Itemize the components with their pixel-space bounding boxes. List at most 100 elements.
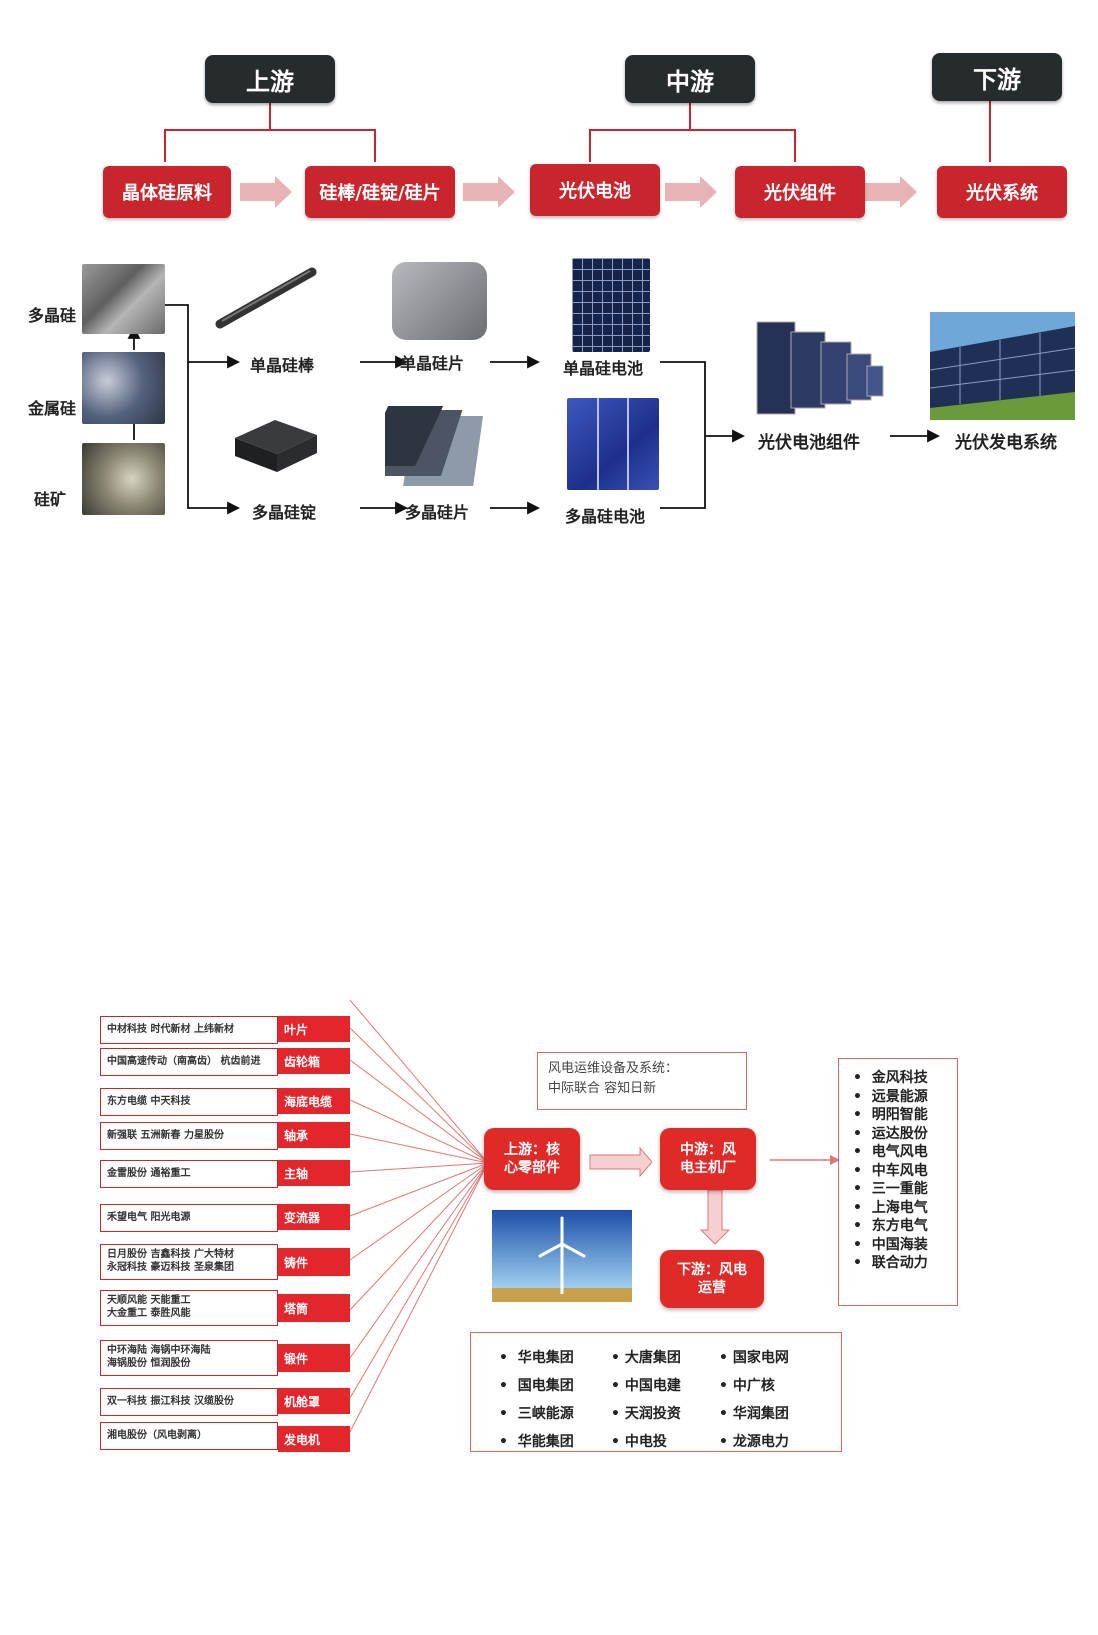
supplier-companies: 新强联 五洲新春 力星股份 bbox=[100, 1122, 278, 1150]
supplier-companies-line: 日月股份 吉鑫科技 广大特材 bbox=[107, 1249, 234, 1260]
oem-item: • 中国海装 bbox=[853, 1236, 928, 1253]
supplier-companies-line: 天顺风能 天能重工 bbox=[107, 1295, 191, 1306]
supplier-companies: 湘电股份（风电剥离） bbox=[100, 1422, 278, 1450]
part-tag: 发电机 bbox=[278, 1426, 350, 1452]
oem-item: • 联合动力 bbox=[853, 1255, 928, 1271]
operator-name: 中电投 bbox=[624, 1434, 667, 1450]
om-title: 风电运维设备及系统： bbox=[548, 1061, 679, 1076]
supplier-companies: 日月股份 吉鑫科技 广大特材 永冠科技 豪迈科技 圣泉集团 bbox=[100, 1244, 278, 1280]
mono-rod-image bbox=[215, 267, 317, 329]
operator-name: 华润集团 bbox=[732, 1406, 789, 1422]
oem-item: • 中车风电 bbox=[853, 1162, 928, 1179]
supplier-companies: 中材科技 时代新材 上纬新材 bbox=[100, 1016, 278, 1044]
mono-cell-image bbox=[572, 258, 650, 352]
operator-name: 中国电建 bbox=[624, 1378, 681, 1394]
operator-item: • 中国电建 bbox=[611, 1378, 681, 1394]
raw-polysilicon-label: 多晶硅 bbox=[28, 306, 77, 325]
oem-panel: • 金风科技 • 远景能源 • 明阳智能 • 运达股份 • 电气风电 • 中车风… bbox=[838, 1058, 958, 1306]
part-tag: 轴承 bbox=[278, 1122, 350, 1148]
pv-module-image bbox=[756, 321, 884, 415]
oem-name: 金风科技 bbox=[871, 1070, 928, 1086]
om-box: 风电运维设备及系统： 中际联合 容知日新 bbox=[537, 1052, 747, 1110]
supplier-companies-line: 海锅股份 恒润股份 bbox=[107, 1358, 191, 1369]
pv-system-image bbox=[930, 312, 1075, 420]
chain-silicon-raw: 晶体硅原料 bbox=[103, 166, 231, 218]
operator-item: • 大唐集团 bbox=[611, 1350, 681, 1366]
operator-item: • 国电集团 bbox=[499, 1378, 574, 1394]
poly-ingot-image bbox=[235, 420, 317, 472]
oem-name: 联合动力 bbox=[871, 1255, 928, 1271]
oem-item: • 电气风电 bbox=[853, 1144, 928, 1160]
part-tag: 海底电缆 bbox=[278, 1088, 350, 1114]
oem-item: • 明阳智能 bbox=[853, 1107, 928, 1123]
operator-name: 国电集团 bbox=[517, 1378, 574, 1394]
poly-ingot-label: 多晶硅锭 bbox=[252, 503, 317, 522]
supplier-companies: 双一科技 振江科技 汉缆股份 bbox=[100, 1388, 278, 1416]
chain-cell: 光伏电池 bbox=[530, 164, 660, 216]
wind-midstream-line: 电主机厂 bbox=[680, 1160, 736, 1176]
part-tag: 主轴 bbox=[278, 1160, 350, 1186]
poly-wafer-image bbox=[385, 406, 484, 486]
wind-downstream-line: 运营 bbox=[698, 1280, 726, 1296]
part-tag: 变流器 bbox=[278, 1204, 350, 1230]
part-tag: 塔筒 bbox=[278, 1294, 350, 1322]
part-tag: 齿轮箱 bbox=[278, 1048, 350, 1074]
part-tag: 机舱罩 bbox=[278, 1388, 350, 1414]
upstream-stage: 上游 bbox=[205, 55, 335, 103]
silica-ore-image bbox=[82, 443, 165, 515]
pv-system-label: 光伏发电系统 bbox=[955, 433, 1057, 453]
oem-item: • 东方电气 bbox=[853, 1218, 928, 1234]
oem-item: • 上海电气 bbox=[853, 1199, 928, 1216]
mono-rod-label: 单晶硅棒 bbox=[250, 356, 315, 375]
wind-downstream-node: 下游：风电运营 bbox=[660, 1250, 764, 1308]
supplier-companies: 天顺风能 天能重工 大金重工 泰胜风能 bbox=[100, 1290, 278, 1326]
wind-connectors bbox=[349, 1000, 840, 1433]
oem-item: • 三一重能 bbox=[853, 1181, 928, 1197]
oem-item: • 远景能源 bbox=[853, 1088, 928, 1105]
supplier-companies-line: 中环海陆 海锅中环海陆 bbox=[107, 1345, 211, 1356]
poly-cell-label: 多晶硅电池 bbox=[565, 507, 646, 526]
wind-upstream-line: 心零部件 bbox=[504, 1160, 560, 1176]
operator-item: • 天润投资 bbox=[611, 1406, 681, 1422]
wind-upstream-node: 上游：核心零部件 bbox=[484, 1128, 580, 1190]
operator-panel: • 华电集团 • 大唐集团 • 国家电网 • 国电集团 • 中国电建 • 中广核… bbox=[470, 1332, 842, 1452]
supplier-companies: 中国高速传动（南高齿） 杭齿前进 bbox=[100, 1048, 278, 1076]
mono-cell-label: 单晶硅电池 bbox=[563, 359, 644, 378]
oem-name: 中车风电 bbox=[871, 1162, 928, 1179]
chain-module: 光伏组件 bbox=[735, 166, 865, 218]
supplier-companies: 金雷股份 通裕重工 bbox=[100, 1160, 278, 1188]
mono-wafer-image bbox=[392, 262, 487, 340]
operator-item: • 华电集团 bbox=[499, 1350, 574, 1366]
oem-item: • 运达股份 bbox=[853, 1125, 928, 1142]
operator-item: • 国家电网 bbox=[719, 1350, 789, 1366]
operator-name: 华电集团 bbox=[517, 1350, 574, 1366]
operator-name: 华能集团 bbox=[517, 1434, 574, 1450]
midstream-stage: 中游 bbox=[625, 55, 755, 103]
polysilicon-image bbox=[82, 264, 165, 334]
poly-wafer-label: 多晶硅片 bbox=[405, 503, 470, 522]
wind-midstream-node: 中游：风电主机厂 bbox=[660, 1128, 756, 1190]
om-companies: 中际联合 容知日新 bbox=[548, 1081, 657, 1096]
raw-silica-ore-label: 硅矿 bbox=[34, 490, 67, 509]
part-tag: 锻件 bbox=[278, 1344, 350, 1372]
supplier-companies-line: 永冠科技 豪迈科技 圣泉集团 bbox=[107, 1262, 234, 1273]
oem-name: 运达股份 bbox=[871, 1125, 928, 1142]
oem-name: 三一重能 bbox=[871, 1181, 928, 1197]
wind-upstream-line: 上游：核 bbox=[504, 1142, 560, 1158]
operator-item: • 华润集团 bbox=[719, 1406, 789, 1422]
operator-name: 大唐集团 bbox=[624, 1350, 681, 1366]
operator-item: • 中广核 bbox=[719, 1378, 775, 1394]
mono-wafer-label: 单晶硅片 bbox=[400, 354, 465, 373]
operator-name: 中广核 bbox=[732, 1378, 775, 1394]
wind-turbine-image bbox=[492, 1210, 632, 1302]
supplier-companies: 中环海陆 海锅中环海陆 海锅股份 恒润股份 bbox=[100, 1340, 278, 1376]
oem-name: 电气风电 bbox=[871, 1144, 928, 1160]
pv-module-label: 光伏电池组件 bbox=[758, 433, 860, 453]
operator-item: • 龙源电力 bbox=[719, 1434, 789, 1450]
part-tag: 叶片 bbox=[278, 1016, 350, 1042]
operator-item: • 三峡能源 bbox=[499, 1406, 574, 1422]
oem-item: • 金风科技 bbox=[853, 1070, 928, 1086]
wind-midstream-line: 中游：风 bbox=[680, 1142, 736, 1158]
supplier-companies: 禾望电气 阳光电源 bbox=[100, 1204, 278, 1232]
metal-silicon-image bbox=[82, 352, 165, 424]
